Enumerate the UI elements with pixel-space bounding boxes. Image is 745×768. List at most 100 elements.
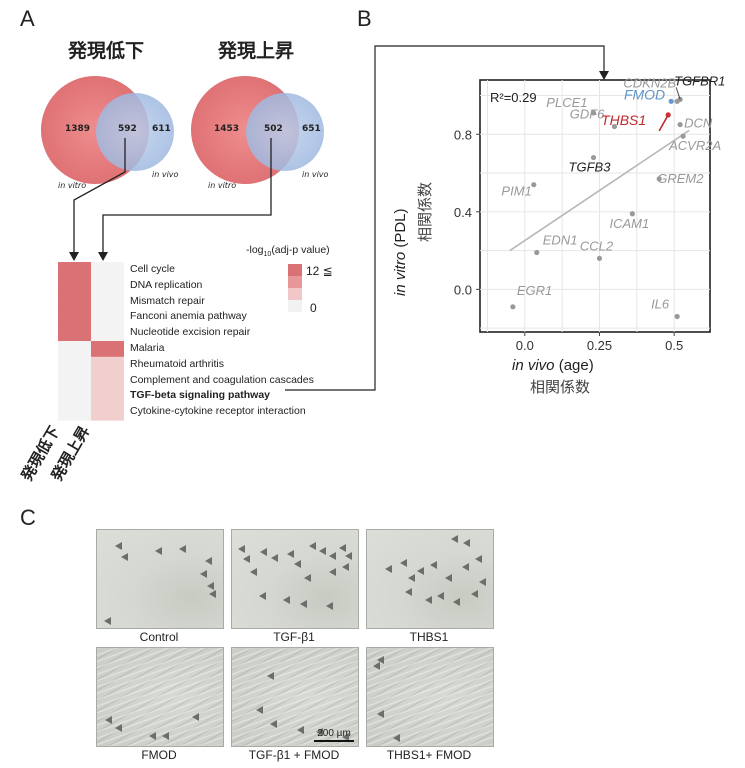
venn-down-right-label: in vivo: [152, 170, 179, 179]
micrograph-fmod: [96, 647, 224, 747]
heatmap-cell-down-7: [58, 372, 91, 389]
scatter-point-dcn: [677, 121, 683, 128]
scatter-point-egr1: [510, 304, 516, 310]
arrowhead-marker: [339, 544, 346, 552]
scale-bar: 200 µm: [314, 728, 354, 742]
scatter-label-gdf6: GDF6: [570, 107, 605, 122]
arrowhead-marker: [425, 596, 432, 604]
arrowhead-marker: [250, 568, 257, 576]
micrograph-caption: Control: [139, 630, 179, 644]
scatter-label-tgfbr1: TGFBR1: [674, 73, 725, 88]
scatter-label-cdkn2b: CDKN2B: [623, 75, 676, 90]
scatter-point-il6: [674, 313, 680, 320]
heatmap-cell-down-0: [58, 262, 91, 279]
micrograph-caption: TGF-β1: [273, 630, 315, 644]
r-squared-annotation: R²=0.29: [490, 90, 537, 105]
connector-tgf-to-b: [285, 45, 605, 391]
scatter-point-tgfb3: [590, 154, 597, 161]
panel-b-letter: B: [357, 6, 372, 31]
pathway-label: DNA replication: [130, 278, 203, 291]
arrowhead-marker: [155, 547, 162, 555]
scatter-label-il6: IL6: [651, 296, 670, 311]
arrowhead-marker: [316, 728, 323, 736]
connector-down-arrowhead: [69, 252, 79, 261]
scatter-label-plce1: PLCE1: [546, 95, 587, 110]
legend-box-12: [288, 264, 302, 276]
arrowhead-marker: [463, 539, 470, 547]
scatter-label-fmod: FMOD: [624, 86, 665, 102]
panel-a-letter: A: [20, 6, 35, 31]
scatter-label-dcn: DCN: [684, 116, 713, 131]
heatmap-cell-down-1: [58, 277, 91, 295]
micrograph-thbs1-fmod: [366, 647, 494, 747]
legend-box-8: [288, 276, 302, 288]
thbs1-leader-line: [658, 114, 669, 132]
arrowhead-marker: [475, 555, 482, 563]
arrowhead-marker: [304, 574, 311, 582]
scatter-point-labels: CDKN2BFMODTGFBR1PLCE1GDF6DCNTHBS1ACVR2AT…: [501, 73, 725, 311]
heatmap-cell-down-5: [58, 341, 91, 358]
arrowhead-marker: [377, 710, 384, 718]
arrowhead-marker: [319, 547, 326, 555]
arrowhead-marker: [105, 716, 112, 724]
scale-bar-label: 200 µm: [317, 728, 351, 739]
venn-up-right-circle: [246, 93, 324, 171]
heatmap-cell-up-3: [91, 309, 124, 326]
venn-up-right-label: in vivo: [302, 170, 329, 179]
scatter-point-grem2: [656, 176, 662, 182]
scale-bar-line: [314, 740, 354, 742]
micrograph-caption: THBS1: [409, 630, 449, 644]
arrowhead-marker: [200, 570, 207, 578]
venn-down-left-count: 1389: [65, 124, 91, 134]
scatter-point-icam1: [629, 211, 635, 217]
heatmap-cell-down-4: [58, 325, 91, 342]
heatmap-cell-down-8: [58, 388, 91, 405]
venn-up-right-count: 651: [302, 124, 321, 134]
scatter-label-ccl2: CCL2: [580, 238, 614, 253]
scatter-points: [510, 96, 686, 320]
venn-up-overlap-count: 502: [264, 124, 283, 134]
arrowhead-marker: [400, 559, 407, 567]
arrowhead-marker: [342, 563, 349, 571]
venn-down-title: 発現低下: [68, 40, 145, 62]
scatter-point-pim1: [531, 182, 537, 188]
pathway-label: Cytokine-cytokine receptor interaction: [130, 405, 306, 418]
venn-up-title: 発現上昇: [218, 40, 295, 62]
arrowhead-marker: [259, 592, 266, 600]
venn-up-left-label: in vitro: [208, 181, 237, 190]
scatter-point-acvr2a: [680, 133, 686, 139]
scatter-label-icam1: ICAM1: [609, 216, 649, 231]
arrowhead-marker: [271, 554, 278, 562]
arrowhead-marker: [270, 720, 277, 728]
connector-up-arrowhead: [98, 252, 108, 261]
arrowhead-marker: [326, 602, 333, 610]
venn-down-overlap-count: 592: [118, 124, 137, 134]
heatmap-cell-up-5: [91, 341, 124, 358]
arrowhead-marker: [115, 724, 122, 732]
venn-up-left-count: 1453: [214, 124, 240, 134]
arrowhead-marker: [179, 545, 186, 553]
scatter-label-egr1: EGR1: [517, 283, 552, 298]
x-axis-label-jp: 相関係数: [530, 378, 591, 396]
y-tick-label: 0.4: [454, 205, 472, 220]
arrowhead-marker: [342, 733, 349, 741]
arrowhead-marker: [238, 545, 245, 553]
scatter-point-plce1: [590, 110, 597, 116]
arrowhead-marker: [260, 548, 267, 556]
scatter-point-fmod: [668, 98, 674, 104]
heatmap: [58, 262, 124, 421]
heatmap-cell-down-6: [58, 356, 91, 374]
arrowhead-marker: [115, 542, 122, 550]
arrowhead-marker: [256, 706, 263, 714]
venn-down-left-label: in vitro: [58, 181, 87, 190]
legend-box-0: [288, 300, 302, 312]
arrowhead-marker: [453, 598, 460, 606]
connector-up: [102, 138, 272, 253]
legend-max-label: 12 ≦: [306, 264, 333, 278]
heatmap-cell-up-9: [91, 404, 124, 421]
heatmap-cell-up-2: [91, 293, 124, 310]
scatter-point-edn1: [534, 249, 540, 256]
y-axis-label-jp: 相関係数: [416, 181, 434, 242]
heatmap-cell-up-7: [91, 372, 124, 389]
